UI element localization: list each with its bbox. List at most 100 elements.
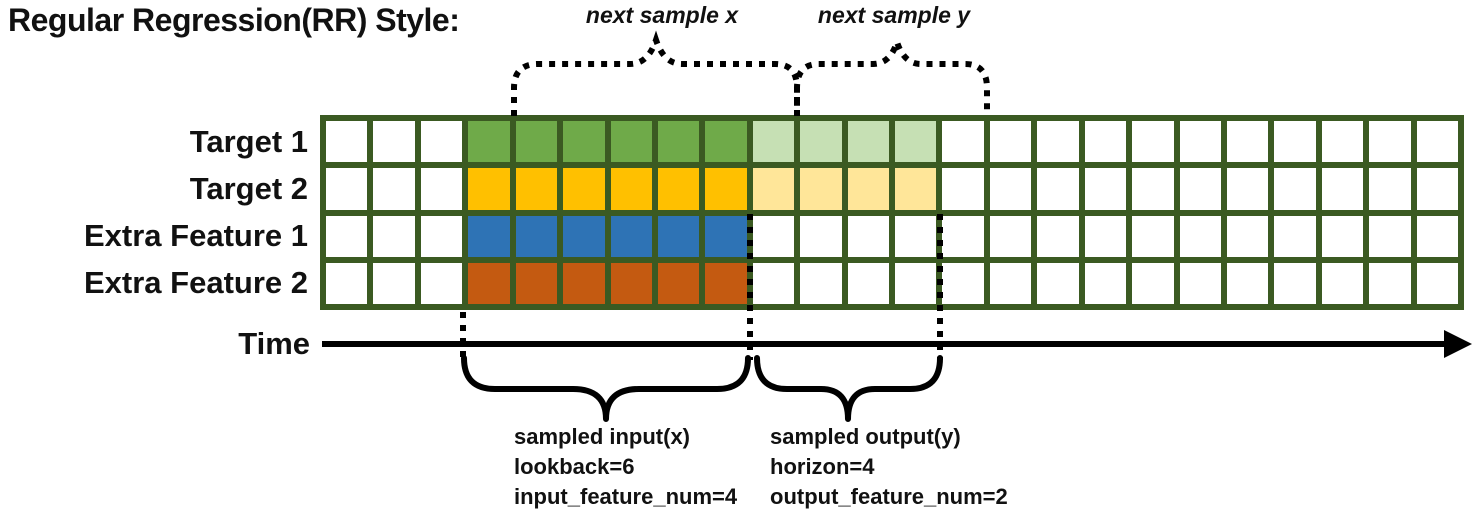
grid-cell-r1-c7 xyxy=(610,121,652,163)
grid-cell-r2-c18 xyxy=(1132,168,1174,210)
input-feature-num-value: input_feature_num=4 xyxy=(514,484,738,509)
grid-cell-r3-c20 xyxy=(1226,215,1269,257)
grid-cell-r2-c6 xyxy=(563,168,605,210)
grid-cell-r2-c17 xyxy=(1084,168,1127,210)
grid-cell-r4-c6 xyxy=(563,262,605,304)
row-label-extra-feature-2: Extra Feature 2 xyxy=(84,265,308,300)
grid-cell-r2-c1 xyxy=(326,168,368,210)
grid-cell-r2-c10 xyxy=(752,168,795,210)
grid-cell-r2-c13 xyxy=(895,168,937,210)
grid-cell-r4-c3 xyxy=(420,262,463,304)
grid-cell-r4-c12 xyxy=(847,262,889,304)
grid-cell-r1-c16 xyxy=(1037,121,1079,163)
grid-cell-r3-c11 xyxy=(800,215,842,257)
grid-cell-r1-c14 xyxy=(942,121,984,163)
grid-cell-r1-c8 xyxy=(657,121,700,163)
grid-cell-r1-c21 xyxy=(1274,121,1316,163)
grid-cell-r1-c11 xyxy=(800,121,842,163)
grid-cell-r4-c7 xyxy=(610,262,652,304)
timeline-grid xyxy=(320,115,1464,310)
grid-cell-r1-c23 xyxy=(1369,121,1411,163)
grid-cell-r2-c22 xyxy=(1321,168,1364,210)
grid-cell-r4-c1 xyxy=(326,262,368,304)
page-title: Regular Regression(RR) Style: xyxy=(8,2,460,38)
grid-cell-r2-c4 xyxy=(468,168,510,210)
grid-cell-r1-c24 xyxy=(1416,121,1458,163)
grid-cell-r1-c15 xyxy=(989,121,1032,163)
grid-cell-r4-c14 xyxy=(942,262,984,304)
grid-cell-r4-c11 xyxy=(800,262,842,304)
grid-cell-r4-c19 xyxy=(1179,262,1221,304)
next-sample-x-label: next sample x xyxy=(585,2,739,28)
grid-cell-r2-c20 xyxy=(1226,168,1269,210)
grid-cell-r4-c22 xyxy=(1321,262,1364,304)
grid-cell-r3-c21 xyxy=(1274,215,1316,257)
grid-cell-r3-c10 xyxy=(752,215,795,257)
grid-cell-r2-c8 xyxy=(657,168,700,210)
grid-cell-r4-c8 xyxy=(657,262,700,304)
grid-cell-r3-c23 xyxy=(1369,215,1411,257)
grid-cell-r4-c21 xyxy=(1274,262,1316,304)
grid-cell-r2-c11 xyxy=(800,168,842,210)
grid-cell-r1-c6 xyxy=(563,121,605,163)
grid-cell-r3-c14 xyxy=(942,215,984,257)
grid-cell-r2-c16 xyxy=(1037,168,1079,210)
grid-cell-r1-c5 xyxy=(515,121,558,163)
sampled-output-title: sampled output(y) xyxy=(770,424,961,449)
grid-cell-r3-c18 xyxy=(1132,215,1174,257)
grid-cell-r3-c5 xyxy=(515,215,558,257)
grid-cell-r3-c4 xyxy=(468,215,510,257)
lookback-value: lookback=6 xyxy=(514,454,635,479)
grid-cell-r4-c15 xyxy=(989,262,1032,304)
grid-cell-r1-c18 xyxy=(1132,121,1174,163)
grid-cell-r3-c24 xyxy=(1416,215,1458,257)
time-axis-arrowhead xyxy=(1444,330,1472,358)
row-label-extra-feature-1: Extra Feature 1 xyxy=(84,218,308,253)
grid-cell-r3-c17 xyxy=(1084,215,1127,257)
grid-cell-r2-c3 xyxy=(420,168,463,210)
grid-cell-r4-c17 xyxy=(1084,262,1127,304)
grid-cell-r3-c3 xyxy=(420,215,463,257)
output-feature-num-value: output_feature_num=2 xyxy=(770,484,1008,509)
grid-cell-r4-c10 xyxy=(752,262,795,304)
grid-cell-r3-c12 xyxy=(847,215,889,257)
grid-cell-r2-c15 xyxy=(989,168,1032,210)
grid-cell-r4-c20 xyxy=(1226,262,1269,304)
grid-cell-r1-c22 xyxy=(1321,121,1364,163)
grid-cell-r2-c12 xyxy=(847,168,889,210)
grid-cell-r4-c18 xyxy=(1132,262,1174,304)
grid-cell-r3-c8 xyxy=(657,215,700,257)
sampled-input-title: sampled input(x) xyxy=(514,424,691,449)
grid-cell-r4-c16 xyxy=(1037,262,1079,304)
grid-cell-r3-c22 xyxy=(1321,215,1364,257)
row-label-target-1: Target 1 xyxy=(189,124,308,159)
grid-cell-r1-c20 xyxy=(1226,121,1269,163)
grid-cell-r4-c13 xyxy=(895,262,937,304)
grid-cell-r1-c3 xyxy=(420,121,463,163)
grid-cell-r1-c12 xyxy=(847,121,889,163)
grid-cell-r2-c19 xyxy=(1179,168,1221,210)
grid-cell-r2-c14 xyxy=(942,168,984,210)
horizon-value: horizon=4 xyxy=(770,454,875,479)
grid-cell-r4-c4 xyxy=(468,262,510,304)
grid-cell-r1-c1 xyxy=(326,121,368,163)
grid-cell-r3-c7 xyxy=(610,215,652,257)
grid-cell-r1-c13 xyxy=(895,121,937,163)
grid-cell-r2-c23 xyxy=(1369,168,1411,210)
row-label-target-2: Target 2 xyxy=(189,171,308,206)
grid-cell-r1-c2 xyxy=(373,121,415,163)
grid-cell-r4-c24 xyxy=(1416,262,1458,304)
grid-cell-r1-c17 xyxy=(1084,121,1127,163)
grid-cell-r3-c15 xyxy=(989,215,1032,257)
sampled-input-brace xyxy=(461,355,751,422)
grid-cell-r2-c9 xyxy=(705,168,747,210)
grid-cell-r4-c5 xyxy=(515,262,558,304)
grid-cell-r2-c21 xyxy=(1274,168,1316,210)
grid-cell-r4-c23 xyxy=(1369,262,1411,304)
sampled-output-brace xyxy=(754,355,943,422)
grid-cell-r3-c2 xyxy=(373,215,415,257)
next-sample-y-brace xyxy=(794,32,990,116)
grid-cell-r3-c13 xyxy=(895,215,937,257)
grid-cell-r4-c9 xyxy=(705,262,747,304)
